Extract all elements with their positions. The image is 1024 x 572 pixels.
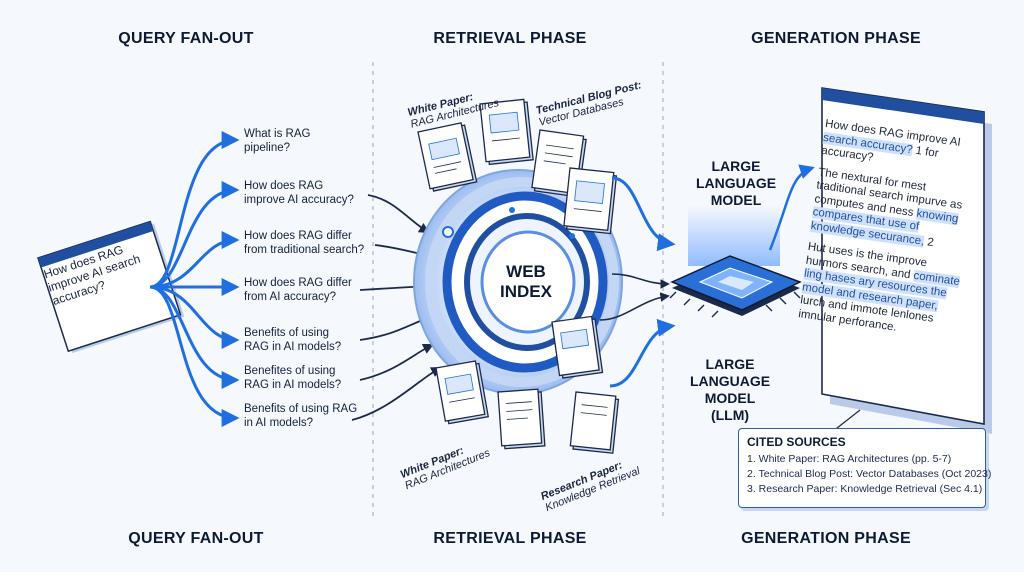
phase-title-generation-top: GENERATION PHASE <box>751 30 921 47</box>
response-text: How does RAG improve AI search accuracy?… <box>796 118 980 351</box>
cited-source-1: 1. White Paper: RAG Architectures (pp. 5… <box>747 453 952 465</box>
cited-source-3: 3. Research Paper: Knowledge Retrieval (… <box>747 483 983 495</box>
query-to-index-arrows <box>351 194 442 421</box>
cited-sources-box: CITED SOURCES 1. White Paper: RAG Archit… <box>738 428 992 508</box>
cited-source-2: 2. Technical Blog Post: Vector Databases… <box>747 468 992 480</box>
phase-title-generation-bottom: GENERATION PHASE <box>741 530 911 547</box>
retrieved-documents <box>417 98 620 454</box>
fan-out-arrows <box>149 131 240 427</box>
response-paragraph-3: Hut uses is the improve hurmors search, … <box>797 240 961 334</box>
index-to-llm-arrows <box>609 176 676 388</box>
cited-sources-title: CITED SOURCES <box>747 435 846 449</box>
index-to-llm-thin-arrows <box>599 273 670 321</box>
phase-title-query-fanout-top: QUERY FAN-OUT <box>118 30 254 47</box>
llm-to-response-arrow <box>768 164 815 251</box>
input-query-card <box>37 220 185 354</box>
phase-title-retrieval-bottom: RETRIEVAL PHASE <box>433 530 587 547</box>
phase-title-retrieval-top: RETRIEVAL PHASE <box>433 30 587 47</box>
llm-chip <box>669 206 802 318</box>
phase-title-query-fanout-bottom: QUERY FAN-OUT <box>128 530 264 547</box>
response-paragraph-2: The nextural for mest traditional search… <box>810 166 963 249</box>
